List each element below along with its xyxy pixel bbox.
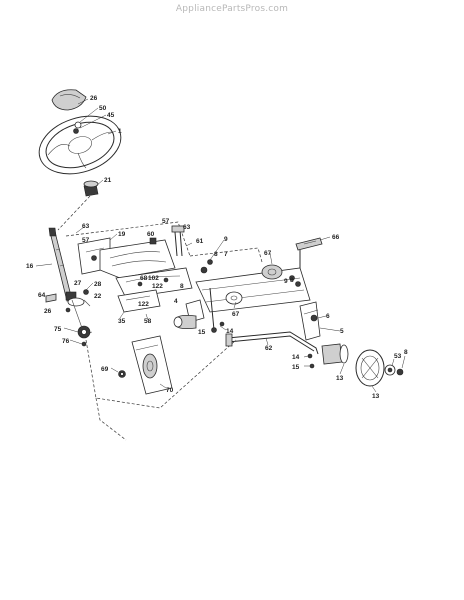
- callout-15: 15: [198, 329, 206, 336]
- right-spindle: [299, 301, 321, 341]
- callout-61: 61: [196, 238, 204, 245]
- callout-26: 26: [90, 95, 98, 102]
- callout-76: 76: [62, 338, 70, 345]
- callout-69: 69: [101, 366, 109, 373]
- callout-1: 1: [118, 128, 122, 135]
- steering-shaft: [48, 227, 73, 302]
- callout-122: 122: [152, 283, 163, 290]
- callout-13-b: 13: [372, 393, 380, 400]
- callout-102: 102: [148, 275, 159, 282]
- steering-adapter: [57, 180, 99, 231]
- callout-7: 7: [224, 251, 228, 258]
- callout-8-d: 8: [404, 349, 408, 356]
- lower-bracket-plate: [118, 335, 173, 395]
- pinion-hardware: [45, 289, 91, 313]
- bracket-bolts: [149, 225, 185, 257]
- callout-68: 68: [140, 275, 148, 282]
- callout-53: 53: [394, 353, 402, 360]
- callout-14-b: 14: [292, 354, 300, 361]
- callout-19: 19: [118, 231, 126, 238]
- steering-gear: [71, 299, 91, 347]
- callout-122-b: 122: [138, 301, 149, 308]
- callout-64: 64: [38, 292, 46, 299]
- callout-67: 67: [264, 250, 272, 257]
- callout-13: 13: [336, 375, 344, 382]
- callout-60: 60: [147, 231, 155, 238]
- front-wheel-hub: [307, 343, 404, 387]
- callout-62: 62: [265, 345, 273, 352]
- callout-35: 35: [118, 318, 126, 325]
- callout-8-c: 8: [180, 283, 184, 290]
- callout-5: 5: [340, 328, 344, 335]
- callout-70: 70: [166, 387, 174, 394]
- watermark-text: AppliancePartsPros.com: [175, 4, 289, 14]
- callout-45: 45: [107, 112, 115, 119]
- callout-9: 9: [224, 236, 228, 243]
- callout-labels: 26 50 45 1 21 63 57 16 19 60 57 63 61 9 …: [26, 95, 408, 400]
- sector-gear-plate: [115, 267, 193, 313]
- callout-4: 4: [174, 298, 178, 305]
- steering-support-bracket: [77, 237, 176, 279]
- callout-21: 21: [104, 177, 112, 184]
- callout-8-b: 8: [290, 277, 294, 284]
- callout-75: 75: [54, 326, 62, 333]
- callout-9-b: 9: [284, 278, 288, 285]
- callout-57: 57: [82, 237, 90, 244]
- callout-22: 22: [94, 293, 102, 300]
- callout-26-b: 26: [44, 308, 52, 315]
- drag-link: [225, 331, 319, 355]
- callout-63: 63: [82, 223, 90, 230]
- callout-67-b: 67: [232, 311, 240, 318]
- callout-57-b: 57: [162, 218, 170, 225]
- callout-27: 27: [74, 280, 82, 287]
- callout-58: 58: [144, 318, 152, 325]
- callout-66: 66: [332, 234, 340, 241]
- callout-8: 8: [214, 251, 218, 258]
- callout-14: 14: [226, 328, 234, 335]
- callout-63-b: 63: [183, 224, 191, 231]
- callout-15-b: 15: [292, 364, 300, 371]
- callout-28: 28: [94, 281, 102, 288]
- left-spindle: [173, 287, 225, 333]
- steering-wheel: [38, 115, 122, 175]
- callout-6: 6: [326, 313, 330, 320]
- front-axle: [195, 237, 323, 313]
- callout-50: 50: [99, 105, 107, 112]
- leader-lines: [35, 98, 406, 393]
- steering-wheel-cap: [51, 89, 87, 111]
- callout-16: 16: [26, 263, 34, 270]
